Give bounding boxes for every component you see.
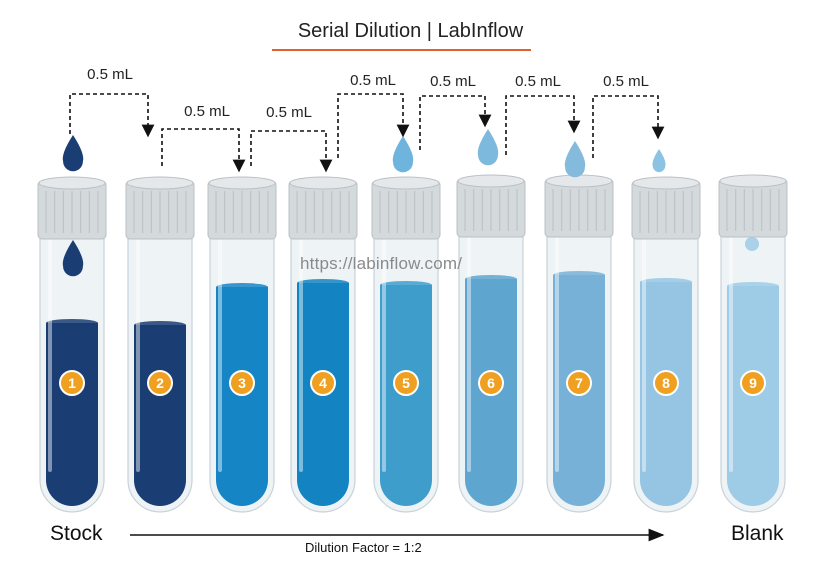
tube-number: 5	[402, 375, 410, 391]
test-tube-7: 7	[544, 174, 614, 513]
droplet-icon	[392, 136, 414, 173]
droplet-icon	[62, 135, 84, 172]
tube-number-badge	[310, 370, 336, 396]
transfer-volume-label: 0.5 mL	[87, 66, 133, 83]
transfer-arrow-5-6: 0.5 mL	[419, 73, 492, 150]
cap-top	[289, 176, 357, 190]
droplet-icon	[477, 129, 499, 166]
transfer-arrow-1-2: 0.5 mL	[69, 66, 155, 138]
droplet-icon	[745, 237, 759, 251]
cap-top	[719, 174, 787, 188]
transfer-arrow-2-3: 0.5 mL	[161, 103, 246, 173]
tube-number: 8	[662, 375, 670, 391]
tube-number-badge	[653, 370, 679, 396]
tube-number: 4	[319, 375, 327, 391]
cap-top	[545, 174, 613, 188]
glass-highlight	[467, 229, 471, 472]
tube-number-badge	[393, 370, 419, 396]
transfer-arrow-3-4: 0.5 mL	[250, 104, 333, 173]
test-tube-4: 4	[288, 176, 358, 513]
glass-highlight	[218, 231, 222, 472]
cap-top	[372, 176, 440, 190]
transfer-volume-label: 0.5 mL	[266, 104, 312, 121]
transfer-arrow-6-7: 0.5 mL	[505, 73, 581, 155]
cap-top	[632, 176, 700, 190]
liquid-surface	[134, 321, 186, 329]
tube-liquid	[216, 287, 268, 506]
test-tube-1: 1	[37, 176, 107, 513]
dashed-arrow	[419, 95, 492, 150]
dashed-arrow	[161, 128, 246, 173]
droplet-icon	[564, 141, 586, 178]
glass-highlight	[48, 231, 52, 472]
test-tube-2: 2	[125, 176, 195, 513]
tube-number: 7	[575, 375, 583, 391]
transfer-volume-label: 0.5 mL	[515, 73, 561, 90]
cap-top	[208, 176, 276, 190]
transfer-volume-label: 0.5 mL	[184, 103, 230, 120]
dashed-arrow	[505, 95, 581, 155]
test-tube-9: 9	[718, 174, 788, 513]
dashed-arrow	[69, 93, 155, 138]
tube-number-badge	[147, 370, 173, 396]
liquid-surface	[553, 271, 605, 279]
liquid-surface	[380, 281, 432, 289]
test-tube-8: 8	[631, 176, 701, 513]
glass-highlight	[299, 231, 303, 472]
liquid-surface	[297, 279, 349, 287]
tube-number-badge	[566, 370, 592, 396]
cap-top	[38, 176, 106, 190]
droplet-icon	[62, 240, 84, 277]
tube-number: 6	[487, 375, 495, 391]
transfer-arrow-7-8: 0.5 mL	[592, 73, 665, 158]
liquid-surface	[465, 275, 517, 283]
test-tube-6: 6	[456, 174, 526, 513]
glass-highlight	[136, 231, 140, 472]
test-tube-3: 3	[207, 176, 277, 513]
droplet-icon	[652, 149, 666, 173]
dashed-arrow	[337, 93, 410, 158]
liquid-surface	[46, 319, 98, 327]
transfer-volume-label: 0.5 mL	[350, 72, 396, 89]
test-tube-5: 5	[371, 176, 441, 513]
watermark: https://labinflow.com/	[300, 254, 463, 273]
tube-liquid	[46, 323, 98, 506]
stock-label: Stock	[50, 522, 103, 545]
cap-top	[126, 176, 194, 190]
title-underline	[272, 49, 531, 51]
transfer-volume-label: 0.5 mL	[603, 73, 649, 90]
glass-highlight	[382, 231, 386, 472]
tube-number-badge	[478, 370, 504, 396]
glass-highlight	[729, 229, 733, 472]
dilution-factor-label: Dilution Factor = 1:2	[305, 540, 422, 555]
tube-number: 3	[238, 375, 246, 391]
liquid-surface	[640, 278, 692, 286]
tube-number: 2	[156, 375, 164, 391]
cap-top	[457, 174, 525, 188]
page-title: Serial Dilution | LabInflow	[297, 20, 524, 42]
glass-highlight	[642, 231, 646, 472]
transfer-arrow-4-5: 0.5 mL	[337, 72, 410, 158]
tube-number-badge	[59, 370, 85, 396]
tube-number: 9	[749, 375, 757, 391]
tube-number: 1	[68, 375, 76, 391]
dashed-arrow	[250, 130, 333, 173]
liquid-surface	[727, 282, 779, 290]
transfer-volume-label: 0.5 mL	[430, 73, 476, 90]
tube-liquid	[134, 325, 186, 506]
tube-number-badge	[229, 370, 255, 396]
tube-number-badge	[740, 370, 766, 396]
blank-label: Blank	[731, 522, 784, 545]
dashed-arrow	[592, 95, 665, 158]
liquid-surface	[216, 283, 268, 291]
glass-highlight	[555, 229, 559, 472]
